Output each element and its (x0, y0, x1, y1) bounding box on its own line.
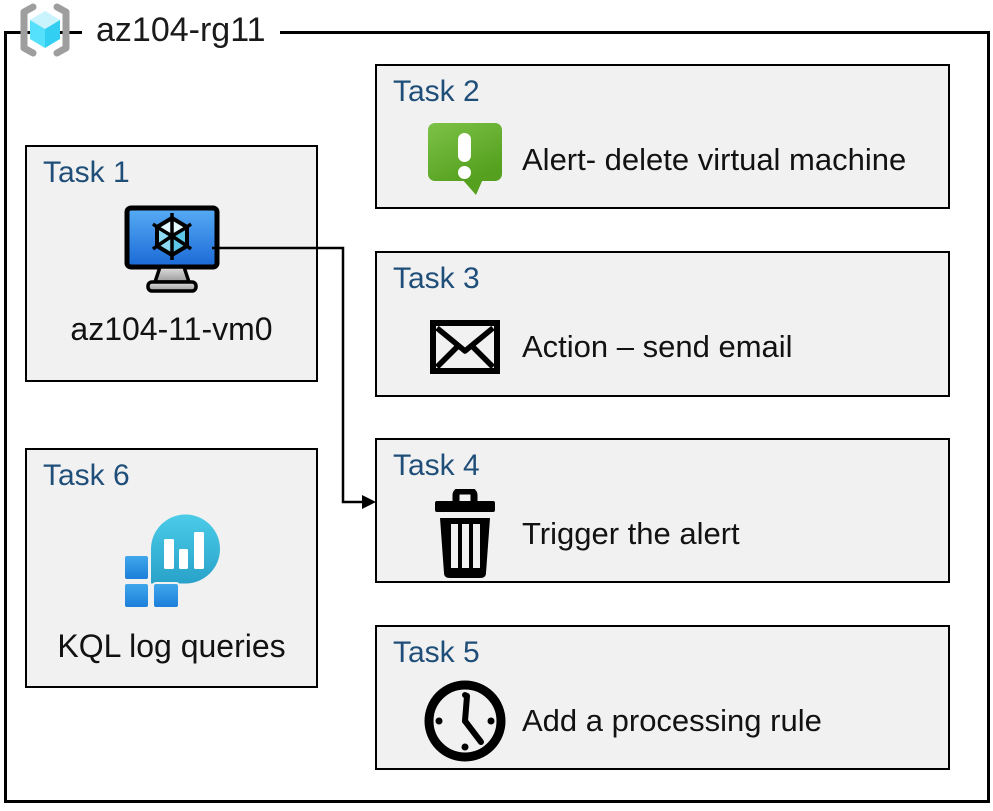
task2-box: Task 2 Alert- delete virtual machine (375, 64, 950, 209)
task3-label: Task 3 (393, 262, 480, 295)
task3-box: Task 3 Action – send email (375, 251, 950, 397)
task1-label: Task 1 (43, 156, 130, 189)
trash-icon (417, 489, 512, 579)
task2-label: Task 2 (393, 75, 480, 108)
resource-group-header: az104-rg11 (12, 2, 280, 58)
task1-box: Task 1 (25, 145, 318, 382)
task1-item-name: az104-11-vm0 (70, 311, 273, 347)
email-icon (417, 320, 512, 374)
task5-item-name: Add a processing rule (522, 703, 822, 738)
log-analytics-icon (27, 510, 316, 612)
resource-group-frame (4, 31, 990, 803)
resource-group-title: az104-rg11 (82, 2, 280, 58)
task4-item-name: Trigger the alert (522, 516, 740, 551)
task3-item-name: Action – send email (522, 329, 793, 364)
task6-box: Task 6 (25, 448, 318, 688)
alert-icon (417, 121, 512, 199)
task2-item-name: Alert- delete virtual machine (522, 142, 907, 177)
task6-label: Task 6 (43, 459, 130, 492)
task5-box: Task 5 Add a processing rule (375, 625, 950, 770)
virtual-machine-icon (27, 205, 316, 297)
task6-item-name: KQL log queries (57, 628, 286, 664)
resource-group-icon (12, 2, 78, 58)
task5-label: Task 5 (393, 636, 480, 669)
clock-icon (417, 679, 512, 763)
task4-label: Task 4 (393, 449, 480, 482)
task4-box: Task 4 Trigger the alert (375, 438, 950, 583)
